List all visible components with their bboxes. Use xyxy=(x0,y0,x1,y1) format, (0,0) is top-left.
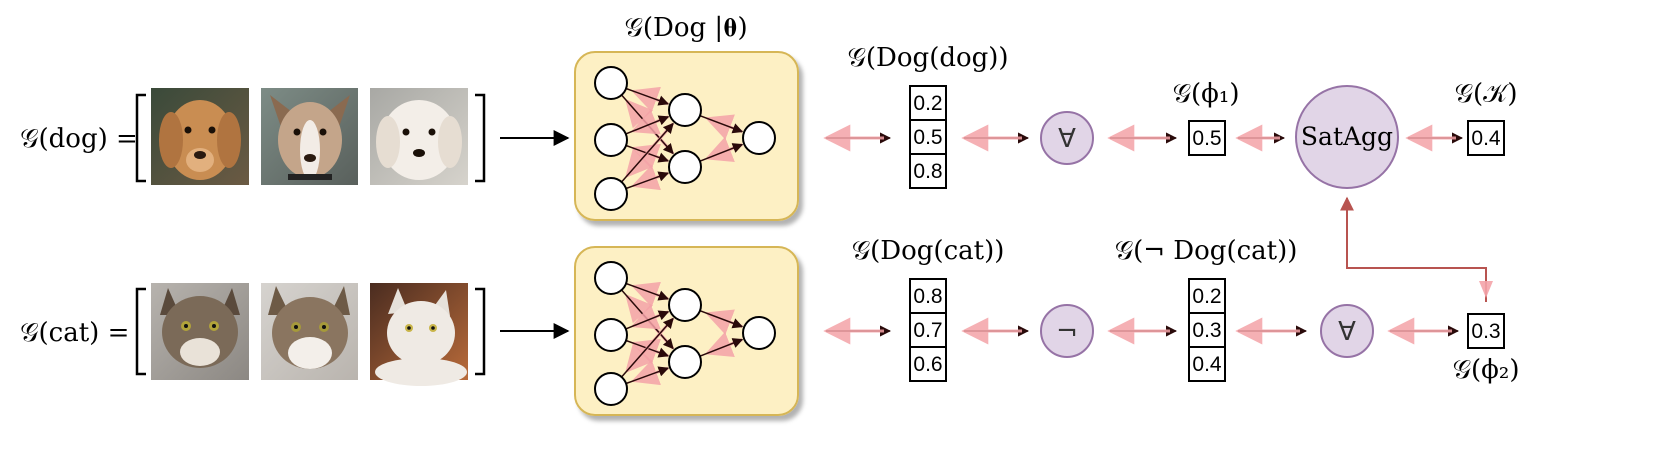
vector-cell: 0.6 xyxy=(913,353,942,376)
vector-cell: 0.4 xyxy=(1192,353,1222,376)
negation-vector: 0.2 0.3 0.4 xyxy=(1188,278,1226,382)
phi2-value: 0.3 xyxy=(1471,320,1500,343)
dog-predicate-vector: 0.2 0.5 0.8 xyxy=(909,85,947,189)
dog-photo-3 xyxy=(370,88,468,185)
dog-image-batch xyxy=(135,88,486,185)
satagg-label: SatAgg xyxy=(1301,122,1393,151)
vector-cell: 0.3 xyxy=(1192,319,1221,342)
dog-row-label: 𝒢(dog) = xyxy=(20,124,138,154)
cat-photo-1 xyxy=(151,283,249,380)
network-neuron xyxy=(668,93,702,127)
forall-symbol: ∀ xyxy=(1338,317,1356,347)
cat-network xyxy=(574,246,799,416)
satagg-node: SatAgg xyxy=(1295,85,1399,189)
knowledge-title: 𝒢(𝒦) xyxy=(1455,79,1518,109)
left-bracket xyxy=(135,287,146,376)
not-operator: ¬ xyxy=(1040,304,1094,358)
vector-cell: 0.2 xyxy=(913,92,942,115)
network-edge xyxy=(625,87,670,106)
vector-cell: 0.5 xyxy=(913,126,942,149)
network-neuron xyxy=(594,66,628,100)
network-edge xyxy=(625,115,670,135)
dog-predicate-title: 𝒢(Dog(dog)) xyxy=(847,43,1008,73)
network-edge xyxy=(699,338,744,357)
network-neuron xyxy=(594,177,628,211)
network-edge xyxy=(621,122,674,183)
network-title: 𝒢(Dog |𝛉) xyxy=(624,13,747,43)
network-edge xyxy=(699,309,744,329)
forall-operator-cat: ∀ xyxy=(1320,304,1374,358)
cat-predicate-vector: 0.8 0.7 0.6 xyxy=(909,278,947,382)
cat-photo-2 xyxy=(261,283,358,380)
dog-network xyxy=(574,51,799,221)
network-edge xyxy=(625,366,670,385)
phi1-value-box: 0.5 xyxy=(1188,120,1226,156)
network-edge xyxy=(621,317,674,378)
network-neuron xyxy=(668,345,702,379)
network-neuron xyxy=(668,150,702,184)
vector-cell: 0.7 xyxy=(913,319,942,342)
cat-row-label: 𝒢(cat) = xyxy=(20,318,129,348)
network-neuron xyxy=(594,123,628,157)
negation-title: 𝒢(¬ Dog(cat)) xyxy=(1115,236,1298,266)
network-edge xyxy=(699,114,744,134)
phi1-title: 𝒢(ϕ₁) xyxy=(1173,79,1240,109)
vector-cell: 0.8 xyxy=(913,160,942,183)
network-neuron xyxy=(742,121,776,155)
network-edge xyxy=(699,143,744,162)
forall-symbol: ∀ xyxy=(1058,124,1076,154)
right-bracket xyxy=(475,287,486,376)
network-neuron xyxy=(668,288,702,322)
phi1-value: 0.5 xyxy=(1192,127,1221,150)
right-bracket xyxy=(475,93,486,183)
network-neuron xyxy=(594,372,628,406)
network-edge xyxy=(625,171,670,190)
network-edge xyxy=(625,282,670,301)
vector-cell: 0.8 xyxy=(913,285,942,308)
network-neuron xyxy=(742,316,776,350)
network-neuron xyxy=(594,318,628,352)
knowledge-value: 0.4 xyxy=(1471,127,1501,150)
network-neuron xyxy=(594,261,628,295)
knowledge-value-box: 0.4 xyxy=(1467,120,1505,156)
vector-cell: 0.2 xyxy=(1192,285,1221,308)
not-symbol: ¬ xyxy=(1056,317,1078,347)
phi2-value-box: 0.3 xyxy=(1467,313,1505,349)
cat-predicate-title: 𝒢(Dog(cat)) xyxy=(852,236,1005,266)
dog-photo-1 xyxy=(151,88,249,185)
phi2-title: 𝒢(ϕ₂) xyxy=(1453,355,1520,385)
forall-operator-dog: ∀ xyxy=(1040,111,1094,165)
cat-image-batch xyxy=(135,283,486,386)
cat-photo-3 xyxy=(370,283,468,386)
left-bracket xyxy=(135,93,146,183)
dog-photo-2 xyxy=(261,88,358,185)
network-edge xyxy=(625,310,670,330)
phi2-to-satagg-connector xyxy=(1340,196,1493,302)
